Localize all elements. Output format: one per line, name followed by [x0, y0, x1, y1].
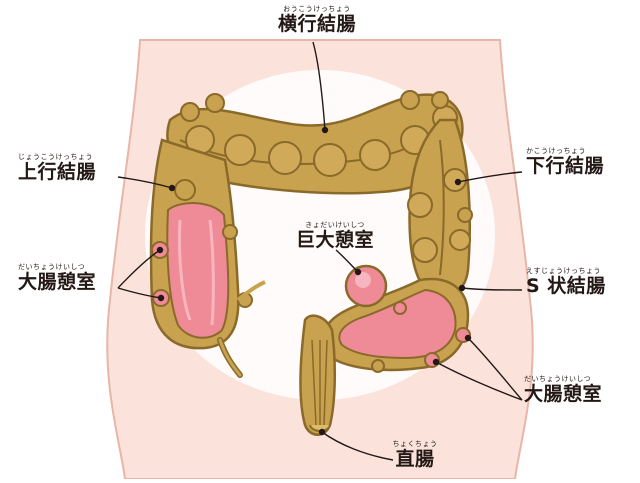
label-descending-colon: かこうけっちょう 下行結腸 [526, 148, 604, 176]
label-ascending-colon: じょうこうけっちょう 上行結腸 [18, 154, 96, 182]
label-diverticulum-right: だいちょうけいしつ 大腸憩室 [524, 376, 602, 404]
leader-lines [117, 41, 523, 461]
leader-diverticulum-right-2 [435, 361, 523, 401]
leader-diverticulum-left-1 [117, 249, 161, 289]
leader-sigmoid [461, 287, 523, 291]
leader-descending [457, 171, 523, 183]
label-giant-diverticulum: きょだいけいしつ 巨大憩室 [280, 222, 390, 250]
rectum [299, 314, 337, 436]
descending-colon [407, 118, 473, 297]
leader-diverticulum-right-1 [467, 337, 523, 401]
text-descending-colon: 下行結腸 [526, 155, 605, 177]
label-sigmoid-colon: えすじょうけっちょう S 状結腸 [526, 268, 606, 296]
ruby-rectum: ちょくちょう [392, 440, 438, 448]
text-giant-diverticulum: 巨大憩室 [295, 229, 374, 251]
label-transverse-colon: おうこうけっちょう 横行結腸 [247, 6, 387, 34]
ruby-transverse-colon: おうこうけっちょう [283, 5, 351, 13]
text-diverticulum-left: 大腸憩室 [18, 271, 97, 293]
text-diverticulum-right: 大腸憩室 [524, 383, 603, 405]
text-sigmoid-colon: S 状結腸 [526, 275, 606, 297]
ruby-diverticulum-left: だいちょうけいしつ [18, 263, 86, 271]
text-transverse-colon: 横行結腸 [277, 13, 356, 35]
text-ascending-colon: 上行結腸 [18, 161, 97, 183]
ascending-colon [149, 138, 266, 378]
leader-transverse [312, 41, 326, 131]
leader-rectum [321, 431, 394, 461]
leader-ascending [117, 176, 173, 189]
label-diverticulum-left: だいちょうけいしつ 大腸憩室 [18, 264, 96, 292]
sigmoid-colon [321, 264, 471, 373]
ruby-giant-diverticulum: きょだいけいしつ [305, 221, 365, 229]
label-rectum: ちょくちょう 直腸 [380, 441, 450, 469]
ruby-descending-colon: かこうけっちょう [526, 147, 586, 155]
ruby-sigmoid-colon: えすじょうけっちょう [526, 267, 601, 275]
ruby-diverticulum-right: だいちょうけいしつ [524, 375, 592, 383]
text-rectum: 直腸 [395, 448, 435, 470]
leader-diverticulum-left-2 [117, 287, 162, 299]
ruby-ascending-colon: じょうこうけっちょう [18, 153, 93, 161]
